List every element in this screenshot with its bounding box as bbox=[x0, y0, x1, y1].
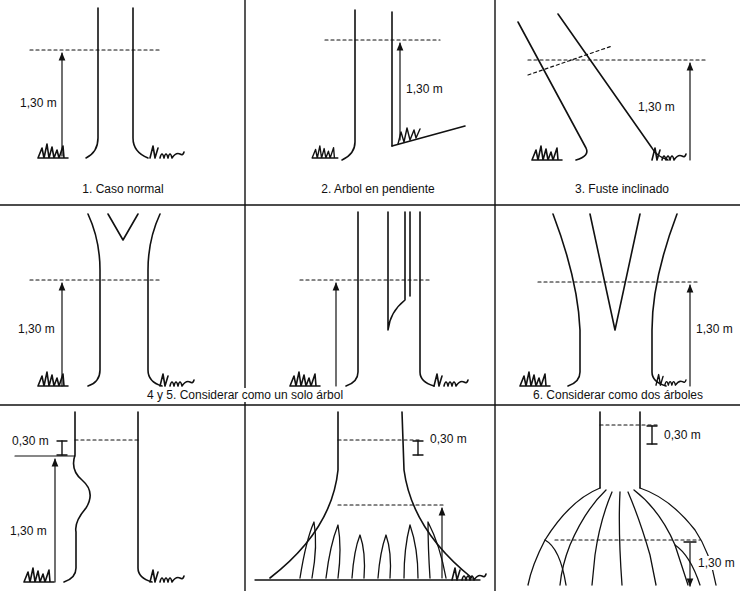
panel-caption: 1. Caso normal bbox=[80, 182, 165, 196]
height-label: 0,30 m bbox=[10, 434, 51, 448]
panel-caption: 6. Considerar como dos árboles bbox=[531, 388, 705, 402]
height-label: 0,30 m bbox=[662, 428, 703, 442]
height-label: 1,30 m bbox=[16, 322, 57, 336]
height-label: 1,30 m bbox=[404, 82, 445, 96]
panel-caption: 4 y 5. Considerar como un solo árbol bbox=[145, 388, 345, 402]
panel-caption: 3. Fuste inclinado bbox=[573, 182, 671, 196]
height-label: 0,30 m bbox=[428, 432, 469, 446]
height-label: 1,30 m bbox=[8, 524, 49, 538]
height-label: 1,30 m bbox=[636, 100, 677, 114]
height-label: 1,30 m bbox=[696, 556, 737, 570]
height-label: 1,30 m bbox=[18, 96, 59, 110]
panel-caption: 2. Arbol en pendiente bbox=[319, 182, 436, 196]
height-label: 1,30 m bbox=[694, 322, 735, 336]
